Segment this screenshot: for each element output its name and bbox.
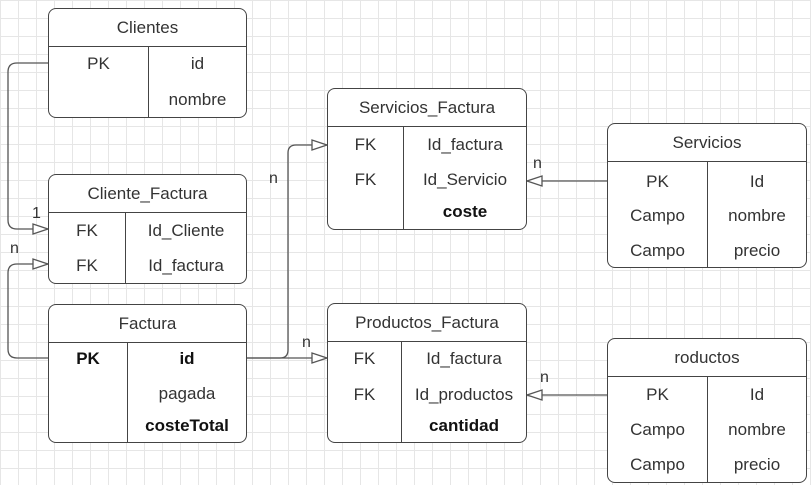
entity-title: Cliente_Factura — [49, 175, 246, 213]
field-cell: nombre — [168, 90, 227, 109]
arrowhead-cliente-factura-bottom — [32, 258, 51, 270]
field-cell: nombre — [728, 206, 786, 225]
key-cell: Campo — [630, 206, 685, 225]
entity-servicios[interactable]: Servicios PK Id Campo nombre Campo preci… — [607, 123, 807, 268]
connector-factura-cliente-factura — [7, 263, 48, 359]
key-cell — [49, 384, 127, 404]
arrowhead-servicios-factura-right — [524, 175, 543, 187]
key-cell — [328, 416, 401, 436]
field-cell: id — [190, 54, 205, 73]
field-cell: Id_Servicio — [422, 170, 508, 189]
entity-title: Clientes — [49, 9, 246, 47]
entity-productos[interactable]: roductos PK Id Campo nombre Campo precio — [607, 338, 807, 483]
column-divider — [403, 126, 404, 229]
field-cell: pagada — [158, 384, 216, 403]
connector-factura-servicios-factura — [246, 144, 327, 359]
key-cell: Campo — [630, 455, 685, 474]
entity-cliente-factura[interactable]: Cliente_Factura FK Id_Cliente FK Id_fact… — [48, 174, 247, 284]
key-cell: PK — [76, 349, 100, 368]
key-cell: FK — [76, 256, 98, 275]
entity-title: Servicios_Factura — [328, 89, 526, 127]
field-cell: Id_factura — [148, 256, 224, 275]
cardinality-label: n — [533, 155, 542, 172]
entity-title: Factura — [49, 305, 246, 343]
entity-title: Productos_Factura — [328, 304, 526, 342]
cardinality-label: n — [269, 170, 278, 187]
field-cell: coste — [442, 202, 488, 221]
key-cell: FK — [354, 135, 377, 154]
key-cell: PK — [87, 54, 110, 73]
field-cell: Id_Cliente — [147, 221, 225, 240]
key-cell: PK — [646, 385, 669, 404]
arrowhead-servicios-factura-left — [311, 139, 330, 151]
cardinality-label: n — [540, 369, 549, 386]
arrowhead-cliente-factura-top — [32, 223, 51, 235]
key-cell: FK — [353, 349, 376, 368]
key-cell — [49, 416, 127, 436]
field-cell: cantidad — [429, 416, 499, 435]
field-cell: Id_factura — [427, 135, 503, 154]
entity-productos-factura[interactable]: Productos_Factura FK Id_factura FK Id_pr… — [327, 303, 527, 443]
field-cell: costeTotal — [145, 416, 229, 435]
key-cell: FK — [354, 170, 377, 189]
key-cell: FK — [353, 385, 376, 404]
key-cell: Campo — [630, 241, 685, 260]
entity-title: Servicios — [608, 124, 806, 162]
entity-title: roductos — [608, 339, 806, 377]
connector-clientes-cliente-factura — [7, 62, 48, 230]
key-cell — [49, 90, 148, 110]
field-cell: id — [179, 349, 195, 368]
column-divider — [127, 342, 128, 442]
entity-factura[interactable]: Factura PK id pagada costeTotal — [48, 304, 247, 443]
entity-servicios-factura[interactable]: Servicios_Factura FK Id_factura FK Id_Se… — [327, 88, 527, 230]
field-cell: precio — [733, 241, 781, 260]
field-cell: Id — [749, 385, 765, 404]
field-cell: Id_productos — [414, 385, 514, 404]
column-divider — [125, 212, 126, 283]
entity-clientes[interactable]: Clientes PK id nombre — [48, 8, 247, 118]
arrowhead-productos-factura-left — [311, 352, 330, 364]
field-cell: Id — [749, 172, 765, 191]
arrowhead-productos-factura-right — [524, 389, 543, 401]
cardinality-label: n — [10, 240, 19, 257]
key-cell: Campo — [630, 420, 685, 439]
field-cell: Id_factura — [426, 349, 502, 368]
key-cell: PK — [646, 172, 669, 191]
field-cell: nombre — [728, 420, 786, 439]
field-cell: precio — [733, 455, 781, 474]
key-cell: FK — [76, 221, 98, 240]
cardinality-label: 1 — [32, 205, 41, 222]
column-divider — [707, 376, 708, 482]
key-cell — [328, 202, 403, 222]
column-divider — [401, 341, 402, 442]
column-divider — [707, 161, 708, 267]
column-divider — [148, 46, 149, 117]
cardinality-label: n — [302, 334, 311, 351]
